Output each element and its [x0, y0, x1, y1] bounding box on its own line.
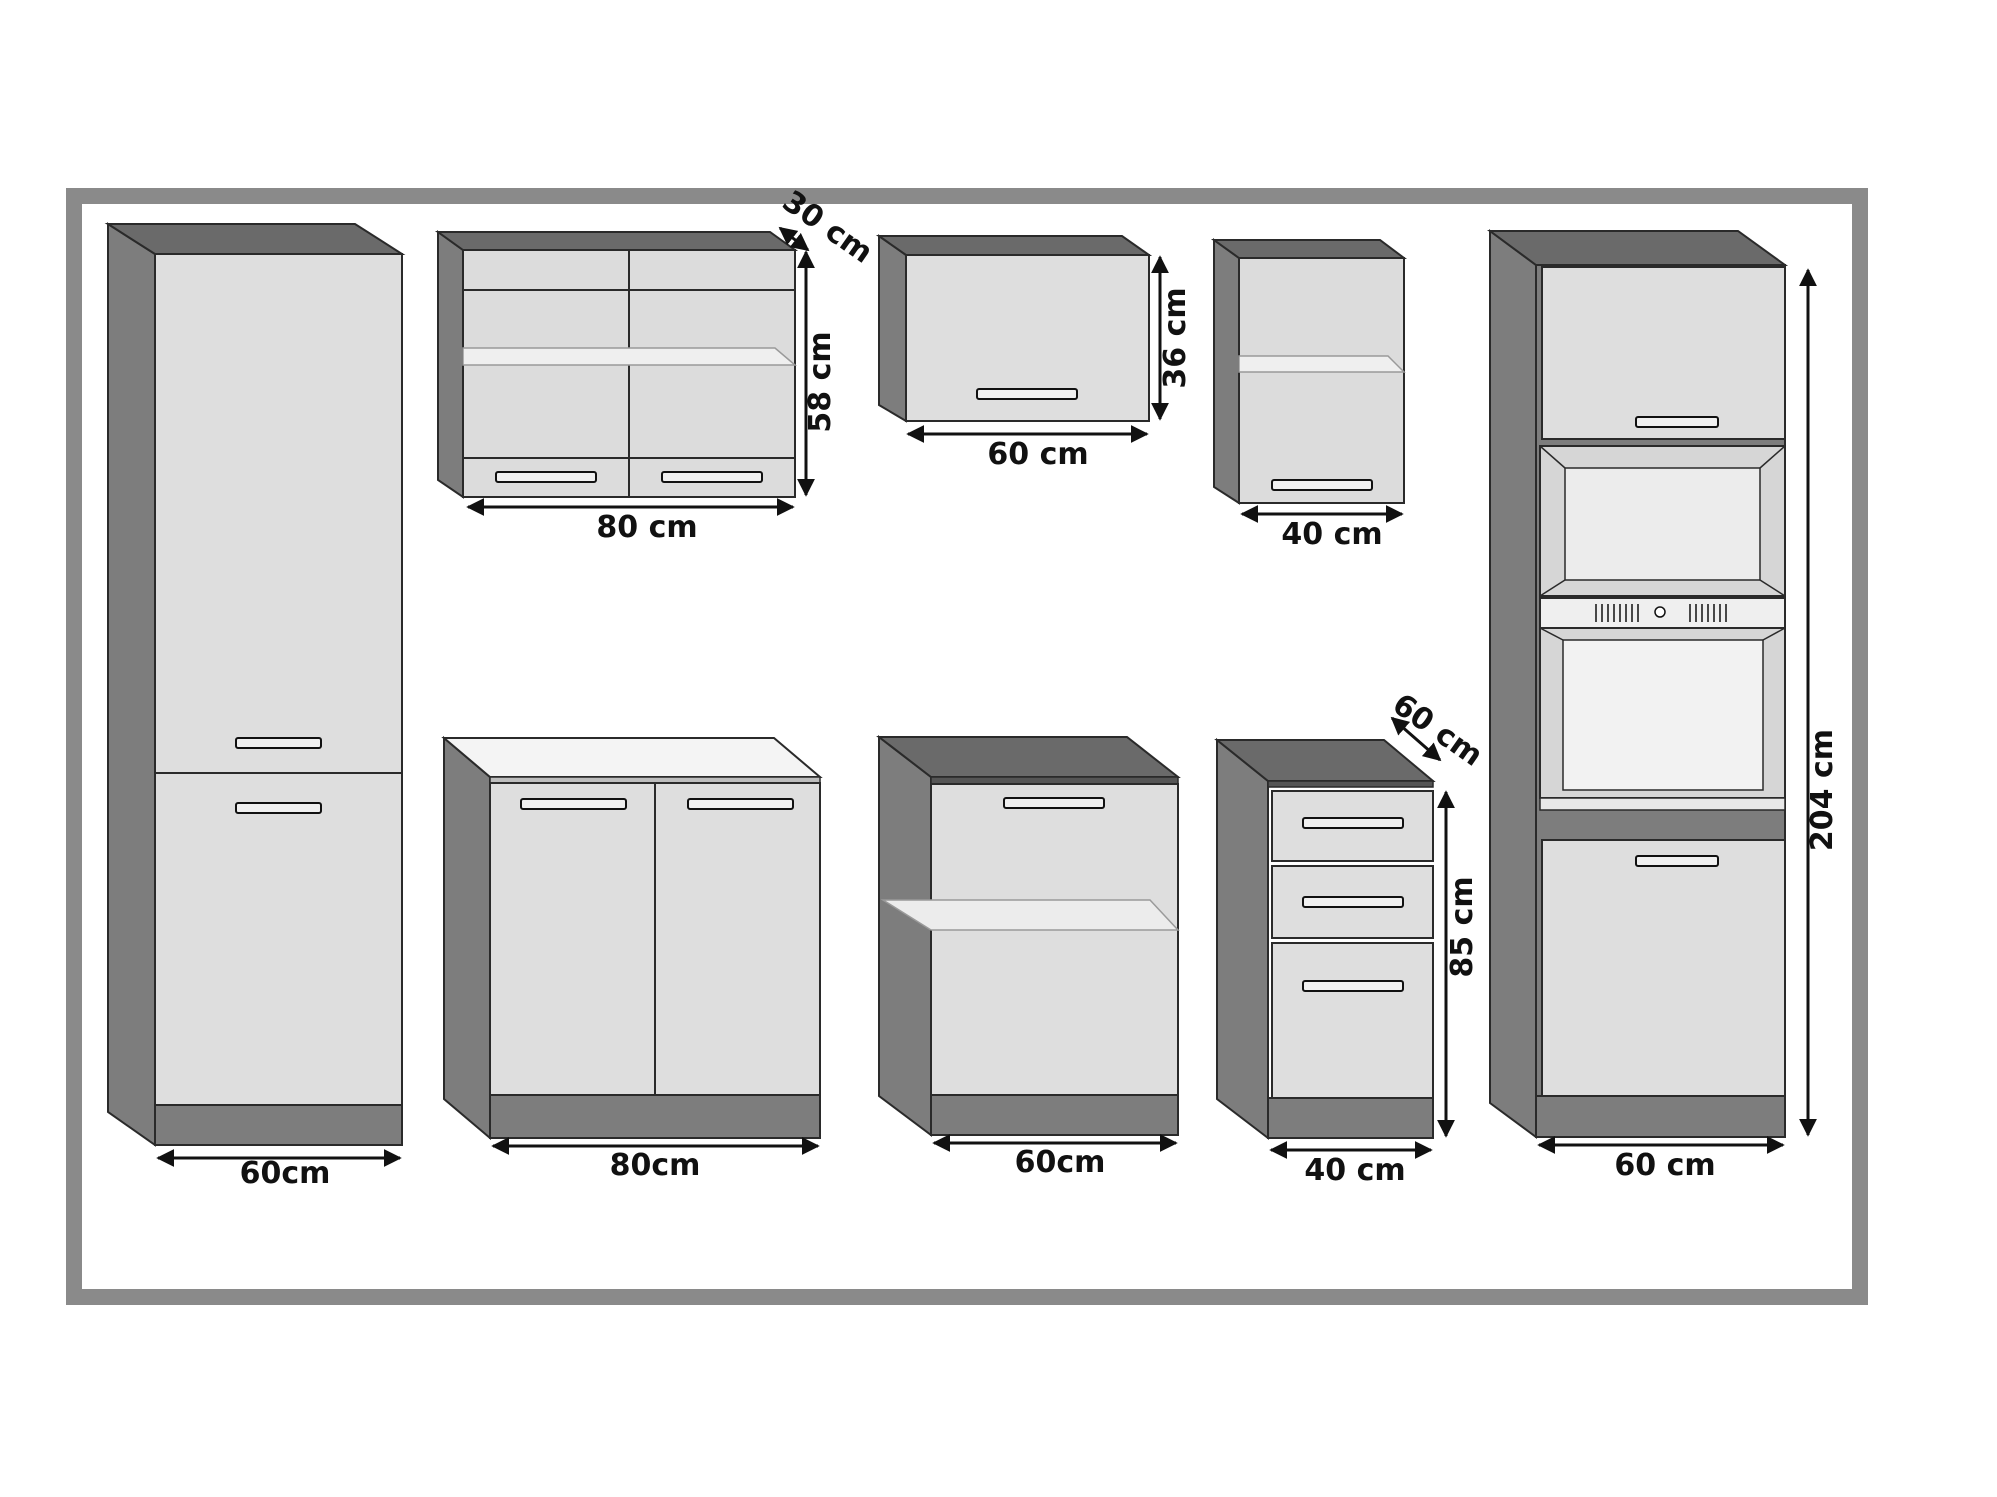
upper-door	[1541, 266, 1786, 440]
cabinet-top	[1210, 239, 1407, 259]
cabinet-side	[107, 222, 156, 1147]
cabinet-side	[878, 734, 932, 1137]
handle-icon	[520, 798, 627, 810]
countertop	[876, 736, 1181, 778]
handle-icon	[687, 798, 794, 810]
handle-icon	[1302, 817, 1404, 829]
door-left	[489, 782, 656, 1096]
niche-bevel	[1539, 627, 1564, 641]
drawer-bottom	[1271, 942, 1434, 1099]
handle-icon	[235, 802, 322, 814]
cabinet-side	[437, 230, 464, 499]
wall-small-cabinet: 40 cm	[1210, 238, 1407, 552]
handle-icon	[1302, 980, 1404, 992]
cabinet-side	[1213, 238, 1240, 505]
cabinet-top	[1486, 230, 1789, 266]
height-label: 36 cm	[1158, 287, 1193, 388]
tall-fridge-cabinet: 60cm	[104, 222, 406, 1191]
plinth	[154, 1104, 403, 1146]
countertop	[441, 737, 823, 778]
cabinet-top	[104, 223, 406, 255]
plinth	[489, 1094, 821, 1139]
door-right	[654, 782, 821, 1096]
cabinet-side	[443, 735, 491, 1141]
niche-bevel	[1759, 579, 1786, 597]
glass-shelf	[1238, 355, 1406, 373]
upper-door	[154, 253, 403, 774]
cabinet-side	[1489, 229, 1537, 1139]
height-label: 85 cm	[1445, 876, 1480, 977]
lower-door	[1541, 839, 1786, 1097]
width-label: 80 cm	[596, 510, 697, 545]
width-label: 80cm	[610, 1148, 701, 1183]
width-label: 60cm	[240, 1156, 331, 1191]
oven-shelf	[1539, 797, 1786, 811]
handle-icon	[1302, 896, 1404, 908]
door	[930, 783, 1179, 1096]
niche-bevel	[1539, 445, 1566, 469]
glass-door	[1238, 257, 1405, 504]
cabinet-side	[1216, 737, 1269, 1141]
handle-icon	[661, 471, 763, 483]
width-label: 60cm	[1015, 1145, 1106, 1180]
outer-frame	[66, 188, 1868, 1305]
oven-knob-icon	[1654, 606, 1666, 618]
wall-flap-cabinet: 60 cm 36 cm	[875, 234, 1193, 472]
microwave-inner	[1564, 467, 1761, 581]
height-label: 58 cm	[803, 331, 838, 432]
handle-icon	[235, 737, 322, 749]
cabinet-side	[878, 234, 907, 423]
width-label: 60 cm	[987, 437, 1088, 472]
cabinet-top	[434, 231, 799, 251]
base-double-cabinet: 80cm	[441, 735, 823, 1183]
width-label: 40 cm	[1304, 1153, 1405, 1188]
inner-shelf	[880, 899, 1180, 931]
wall-glass-cabinet: 80 cm 58 cm 30 cm	[434, 184, 879, 545]
glass-shelf	[462, 347, 798, 366]
height-label: 204 cm	[1805, 729, 1840, 851]
oven-vent-icon	[1595, 604, 1727, 622]
lower-door	[154, 772, 403, 1106]
width-label: 60 cm	[1614, 1148, 1715, 1183]
handle-icon	[495, 471, 597, 483]
cabinet-top	[875, 235, 1153, 256]
drawer-cabinet: 40 cm 85 cm 60 cm	[1214, 687, 1489, 1188]
plinth	[1535, 1095, 1786, 1138]
oven-tower-cabinet: 60 cm 204 cm	[1486, 229, 1840, 1183]
countertop-edge	[1267, 780, 1434, 788]
width-label: 40 cm	[1281, 517, 1382, 552]
plinth	[1267, 1097, 1434, 1139]
niche-bevel	[1539, 579, 1566, 597]
handle-icon	[1635, 416, 1719, 428]
glass-door-right	[628, 249, 796, 498]
glass-door-left	[462, 249, 630, 498]
niche-bevel	[1762, 627, 1786, 641]
handle-icon	[1635, 855, 1719, 867]
depth-arrow	[1390, 716, 1442, 762]
handle-icon	[1003, 797, 1105, 809]
handle-icon	[976, 388, 1078, 400]
niche-bevel	[1759, 445, 1786, 469]
oven-inner	[1562, 639, 1764, 791]
base-single-cabinet: 60cm	[876, 734, 1181, 1180]
plinth	[930, 1094, 1179, 1136]
handle-icon	[1271, 479, 1373, 491]
depth-arrow	[778, 226, 810, 252]
countertop-edge	[930, 776, 1179, 785]
